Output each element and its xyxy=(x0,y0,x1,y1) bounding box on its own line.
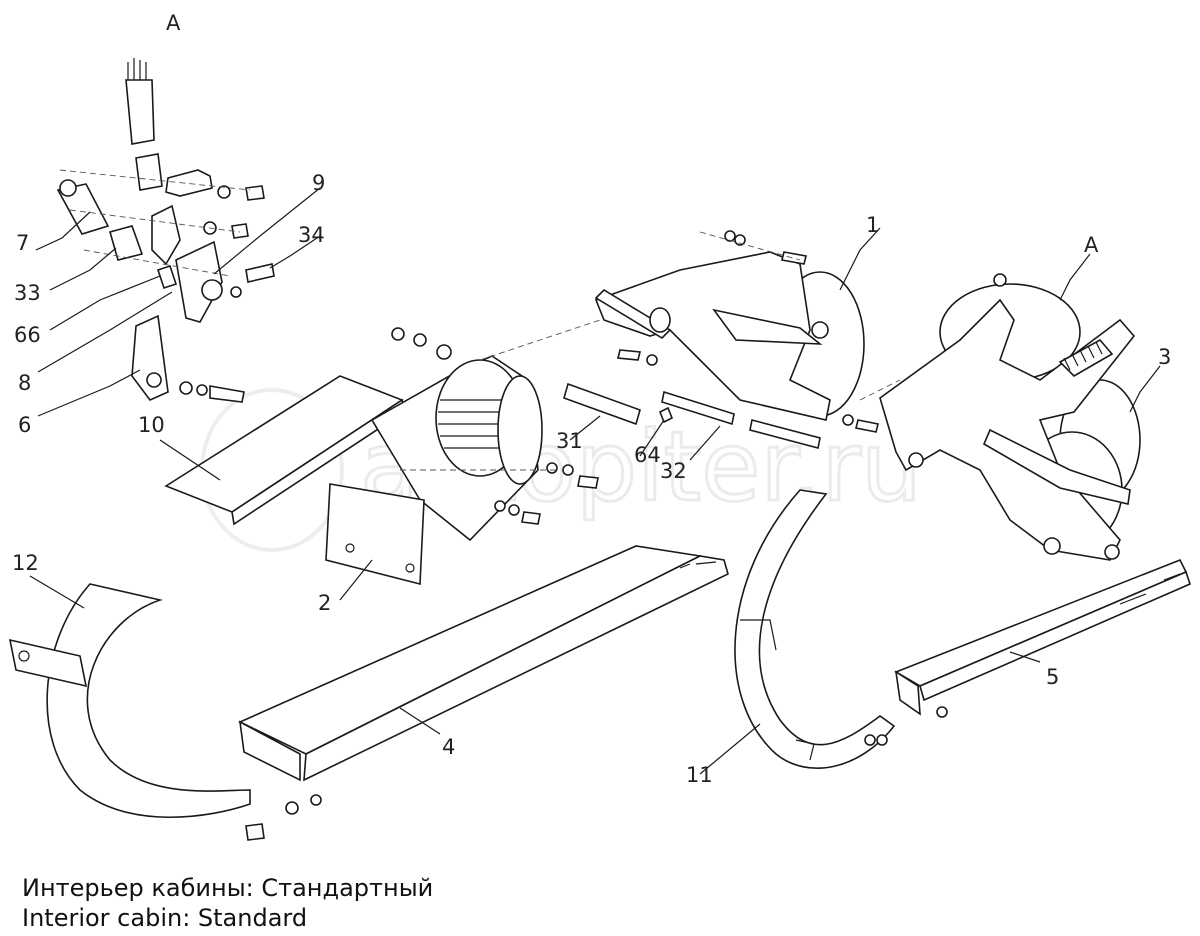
part-32-pin xyxy=(661,390,735,426)
part-6-plate xyxy=(131,314,169,401)
washer xyxy=(217,185,231,199)
part-33-bushing xyxy=(109,225,144,261)
part-9-plate xyxy=(175,240,223,323)
callout-11: 11 xyxy=(686,763,713,787)
callout-6: 6 xyxy=(18,413,31,437)
part-66-pin xyxy=(156,264,178,290)
part-1-assembly xyxy=(594,230,901,433)
part-1-frame xyxy=(594,251,831,421)
part-2-plate xyxy=(325,483,425,586)
part-31-pin xyxy=(563,382,641,426)
callout-2: 2 xyxy=(318,591,331,615)
detail-a-group xyxy=(56,58,275,403)
callout-66: 66 xyxy=(14,323,41,347)
callout-34: 34 xyxy=(298,223,325,247)
part-5-rail xyxy=(894,558,1191,718)
caption-ru: Интерьер кабины: Стандартный xyxy=(22,874,434,902)
callout-32: 32 xyxy=(660,459,687,483)
part-34-spring xyxy=(245,263,275,283)
bolt xyxy=(209,385,245,403)
leader-lines xyxy=(29,187,1161,775)
callout-labels: A A 7 33 66 8 6 9 34 10 2 31 64 32 1 3 1… xyxy=(12,11,1171,787)
tube-part xyxy=(125,79,155,145)
part-3-assembly xyxy=(879,273,1141,561)
callout-64: 64 xyxy=(634,443,661,467)
caption-en: Interior cabin: Standard xyxy=(22,904,308,932)
callout-33: 33 xyxy=(14,281,41,305)
nut xyxy=(245,185,265,201)
bracket-part xyxy=(151,204,181,266)
view-label-a-right: A xyxy=(1084,233,1099,257)
part-64-nipple xyxy=(658,406,674,424)
part-4-rail xyxy=(238,545,729,782)
pedal-assembly-left xyxy=(164,319,821,586)
callout-8: 8 xyxy=(18,371,31,395)
view-label-a-top: A xyxy=(166,11,181,35)
callout-7: 7 xyxy=(16,231,29,255)
part-12-guard xyxy=(8,583,322,841)
part-11-guard xyxy=(734,489,896,769)
callout-31: 31 xyxy=(556,429,583,453)
part-7-sleeve xyxy=(56,183,110,235)
callout-10: 10 xyxy=(138,413,165,437)
callout-5: 5 xyxy=(1046,665,1059,689)
sleeve-part xyxy=(135,153,163,191)
callout-1: 1 xyxy=(866,213,879,237)
callout-12: 12 xyxy=(12,551,39,575)
callout-3: 3 xyxy=(1158,345,1171,369)
callout-4: 4 xyxy=(442,735,455,759)
clamp-part xyxy=(165,169,213,197)
callout-9: 9 xyxy=(312,171,325,195)
